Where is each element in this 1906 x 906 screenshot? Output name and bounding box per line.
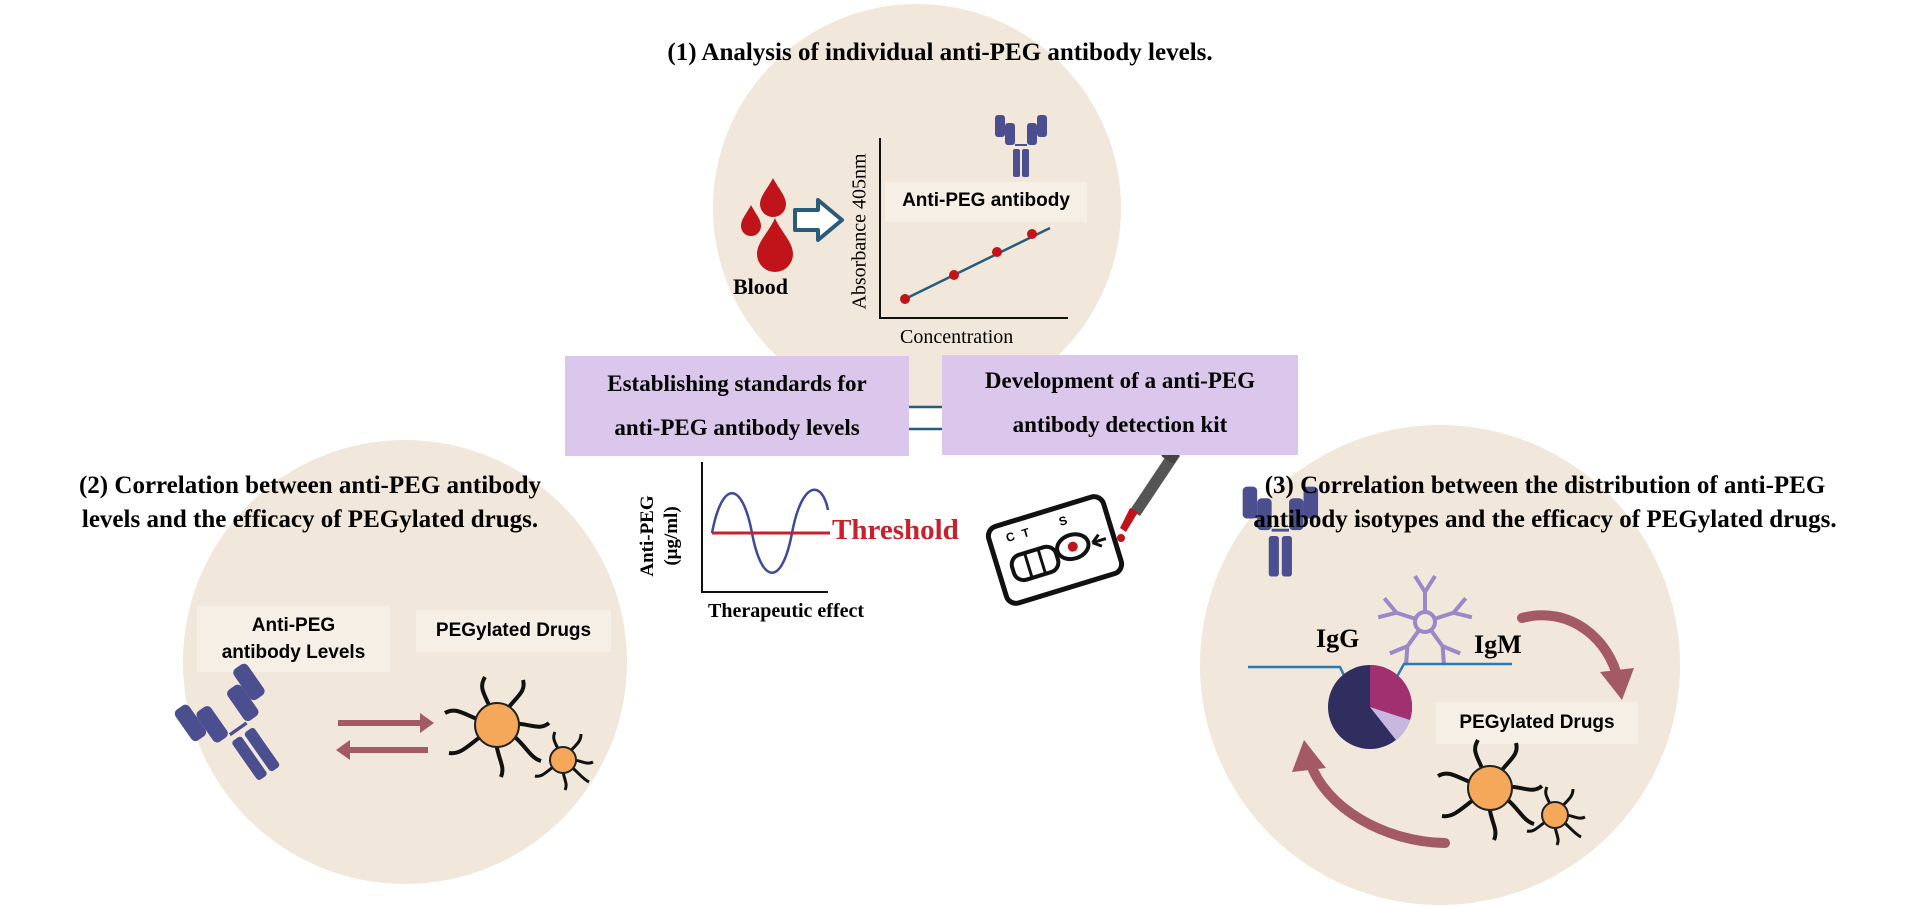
igg-label: IgG <box>1316 624 1360 653</box>
standards-line1: Establishing standards for <box>607 371 867 396</box>
threshold-ylabel-line1: Anti-PEG <box>637 495 658 577</box>
isotype-to-drug-arrow <box>1517 610 1623 685</box>
therapeutic-effect-label: Therapeutic effect <box>708 600 865 622</box>
section3-title-line2: antibody isotypes and the efficacy of PE… <box>1253 506 1837 533</box>
igm-antibody-icon <box>1377 574 1473 666</box>
pegylated-drugs-tag: PEGylated Drugs <box>435 620 592 641</box>
data-point <box>900 294 910 304</box>
section2-title-line1: (2) Correlation between anti-PEG antibod… <box>78 472 541 499</box>
kit-box: Development of a anti-PEG antibody detec… <box>942 355 1298 455</box>
blood-label: Blood <box>733 274 789 299</box>
section2-circle <box>183 440 627 884</box>
threshold-ylabel-line2: (μg/ml) <box>661 506 682 566</box>
blood-drops-icon <box>741 178 793 272</box>
section3-title: (3) Correlation between the distribution… <box>1205 469 1885 537</box>
section2-title: (2) Correlation between anti-PEG antibod… <box>20 469 600 537</box>
data-point <box>992 247 1002 257</box>
anti-peg-levels-line2: antibody Levels <box>221 642 366 663</box>
standards-line2: anti-PEG antibody levels <box>614 415 860 440</box>
threshold-chart-axes <box>701 462 828 593</box>
anti-peg-levels-line1: Anti-PEG <box>251 615 336 636</box>
drug-to-isotype-arrow <box>1305 757 1450 848</box>
pegylated-drugs-tag: PEGylated Drugs <box>1459 712 1615 733</box>
threshold-axis-label: Anti-PEG (μg/ml) <box>636 466 684 606</box>
data-point <box>949 270 959 280</box>
anti-peg-antibody-tag: Anti-PEG antibody <box>902 190 1070 211</box>
absorbance-axis-label: Absorbance 405nm <box>848 153 871 310</box>
absorbance-chart-axes <box>879 138 1068 319</box>
concentration-axis-label: Concentration <box>900 326 1014 348</box>
kit-line2: antibody detection kit <box>1012 412 1228 437</box>
anti-peg-levels-tag: Anti-PEG antibody Levels <box>197 612 390 666</box>
equilibrium-arrows-icon <box>336 713 434 760</box>
absorbance-trend-line <box>904 226 1051 301</box>
isotype-pie-chart <box>1328 664 1413 749</box>
threshold-label: Threshold <box>832 514 959 546</box>
blood-to-chart-arrow <box>793 198 844 242</box>
test-strip-icon <box>985 494 1125 606</box>
therapeutic-sine-wave <box>710 488 830 574</box>
section3-title-line1: (3) Correlation between the distribution… <box>1264 472 1826 499</box>
data-point <box>1027 229 1037 239</box>
kit-line1: Development of a anti-PEG <box>984 368 1256 393</box>
standards-box: Establishing standards for anti-PEG anti… <box>565 356 909 456</box>
section2-title-line2: levels and the efficacy of PEGylated dru… <box>81 506 539 533</box>
section1-title: (1) Analysis of individual anti-PEG anti… <box>667 39 1213 66</box>
igm-label: IgM <box>1474 630 1522 659</box>
